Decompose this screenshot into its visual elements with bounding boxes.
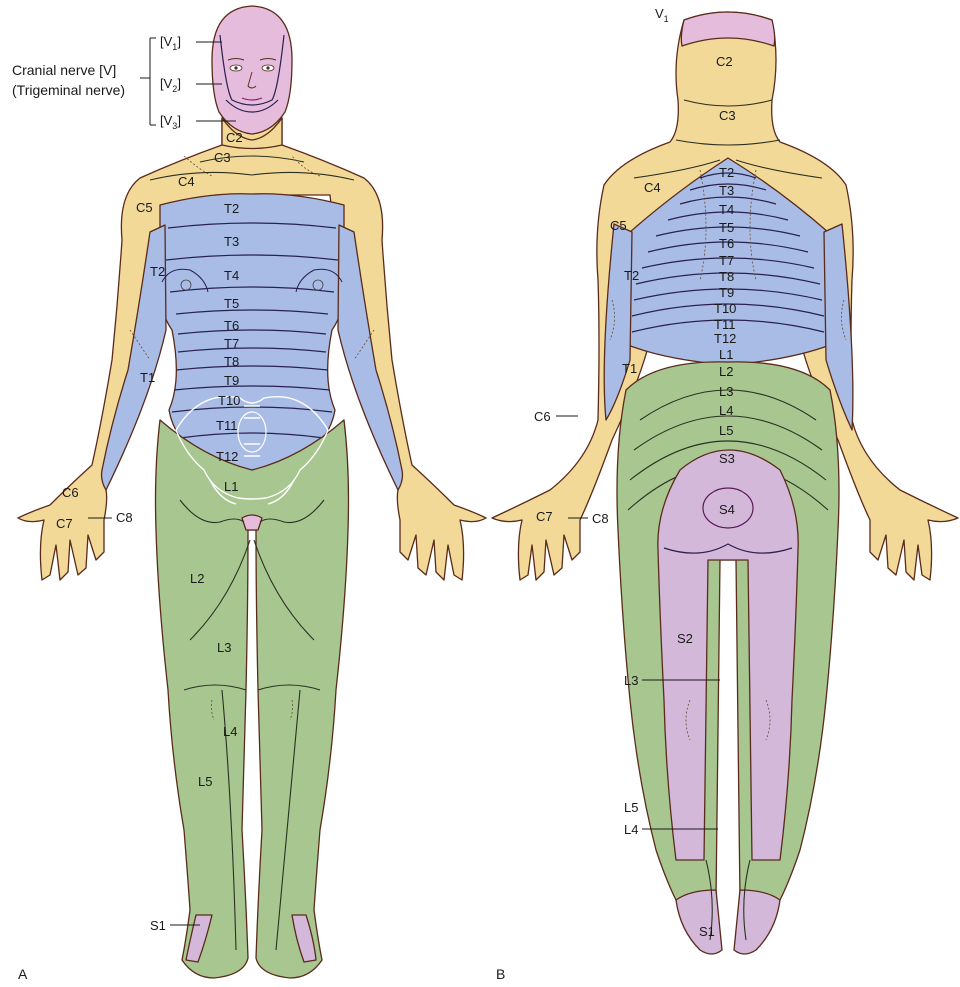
- ant-t2-label: T2: [224, 201, 239, 216]
- post-t5-label: T5: [719, 220, 734, 235]
- ant-t7-label: T7: [224, 336, 239, 351]
- ant-t12-label: T12: [216, 449, 238, 464]
- ant-t9-label: T9: [224, 373, 239, 388]
- post-t8-label: T8: [719, 269, 734, 284]
- ant-t10-label: T10: [218, 393, 240, 408]
- ant-c6-label: C6: [62, 485, 79, 500]
- ant-t3-label: T3: [224, 234, 239, 249]
- posterior-v1-cap: [680, 11, 776, 47]
- anterior-lumbar-region: [154, 419, 350, 979]
- ant-t6-label: T6: [224, 318, 239, 333]
- ant-t8-label: T8: [224, 354, 239, 369]
- ant-c2-label: C2: [226, 130, 243, 145]
- posterior-labels: V1 C2 C3 C4 C5 T2 T1 C6 C7 C8 T2 T3 T4 T…: [534, 6, 736, 939]
- post-t4-label: T4: [719, 202, 734, 217]
- post-t1-label: T1: [622, 361, 637, 376]
- anterior-figure: [17, 5, 487, 979]
- post-l4-leg-label: L4: [624, 822, 638, 837]
- ant-l2-label: L2: [190, 571, 204, 586]
- posterior-feet: [675, 889, 781, 955]
- post-t9-label: T9: [719, 285, 734, 300]
- ant-t4-label: T4: [224, 268, 239, 283]
- ant-s1-label: S1: [150, 918, 166, 933]
- ant-c8-label: C8: [116, 510, 133, 525]
- cranial-nerve-label: Cranial nerve [V]: [12, 62, 116, 78]
- post-v1-label: V1: [655, 6, 669, 24]
- anterior-head: [211, 5, 293, 135]
- post-l5-label: L5: [719, 423, 733, 438]
- ant-l4-label: L4: [223, 724, 237, 739]
- post-t3-label: T3: [719, 183, 734, 198]
- post-c4-label: C4: [644, 180, 661, 195]
- ant-c4-label: C4: [178, 174, 195, 189]
- v1-label: [V1]: [160, 34, 181, 52]
- ant-l5-label: L5: [198, 774, 212, 789]
- post-c5-label: C5: [610, 218, 627, 233]
- post-l3-label: L3: [719, 384, 733, 399]
- post-l5-leg-label: L5: [624, 800, 638, 815]
- trigeminal-labels: Cranial nerve [V] (Trigeminal nerve) [V1…: [12, 34, 181, 131]
- panel-label-b: B: [496, 966, 505, 982]
- post-t2-arm-label: T2: [624, 268, 639, 283]
- post-l3-leg-label: L3: [624, 673, 638, 688]
- panel-label-a: A: [18, 966, 28, 982]
- ant-c5-label: C5: [136, 200, 153, 215]
- post-c3-label: C3: [719, 108, 736, 123]
- posterior-lumbar-region: [616, 361, 840, 901]
- ant-c7-label: C7: [56, 516, 73, 531]
- post-s3-label: S3: [719, 451, 735, 466]
- ant-t1-label: T1: [140, 370, 155, 385]
- post-t6-label: T6: [719, 236, 734, 251]
- post-s2-label: S2: [677, 631, 693, 646]
- ant-l3-label: L3: [217, 640, 231, 655]
- post-c6-label: C6: [534, 409, 551, 424]
- post-s4-label: S4: [719, 502, 735, 517]
- v3-label: [V3]: [160, 113, 181, 131]
- ant-l1-label: L1: [224, 479, 238, 494]
- ant-c3-label: C3: [214, 150, 231, 165]
- post-l2-label: L2: [719, 364, 733, 379]
- panel-labels: A B: [18, 966, 505, 982]
- post-l1-label: L1: [719, 347, 733, 362]
- post-t11-label: T11: [714, 317, 735, 332]
- leader-lines: [88, 37, 720, 926]
- post-t7-label: T7: [719, 253, 734, 268]
- anterior-labels: C2 C3 C4 C5 T2 T1 C6 C7 C8 T2 T3 T4 T5 T…: [56, 130, 243, 933]
- posterior-figure: [491, 11, 959, 955]
- ant-t11-label: T11: [216, 418, 237, 433]
- anterior-left-arm-t1: [100, 224, 167, 491]
- post-l4-label: L4: [719, 403, 733, 418]
- post-t10-label: T10: [714, 301, 736, 316]
- post-c7-label: C7: [536, 509, 553, 524]
- post-c8-label: C8: [592, 511, 609, 526]
- trigeminal-nerve-label: (Trigeminal nerve): [12, 82, 125, 98]
- anterior-right-arm-t1: [337, 224, 404, 491]
- post-t2-label: T2: [719, 165, 734, 180]
- ant-t2-arm-label: T2: [150, 264, 165, 279]
- anterior-thoracic-region: [159, 193, 345, 471]
- ant-t5-label: T5: [224, 296, 239, 311]
- post-s1-label: S1: [699, 924, 715, 939]
- post-c2-label: C2: [716, 54, 733, 69]
- post-t12-label: T12: [714, 331, 736, 346]
- v2-label: [V2]: [160, 76, 181, 94]
